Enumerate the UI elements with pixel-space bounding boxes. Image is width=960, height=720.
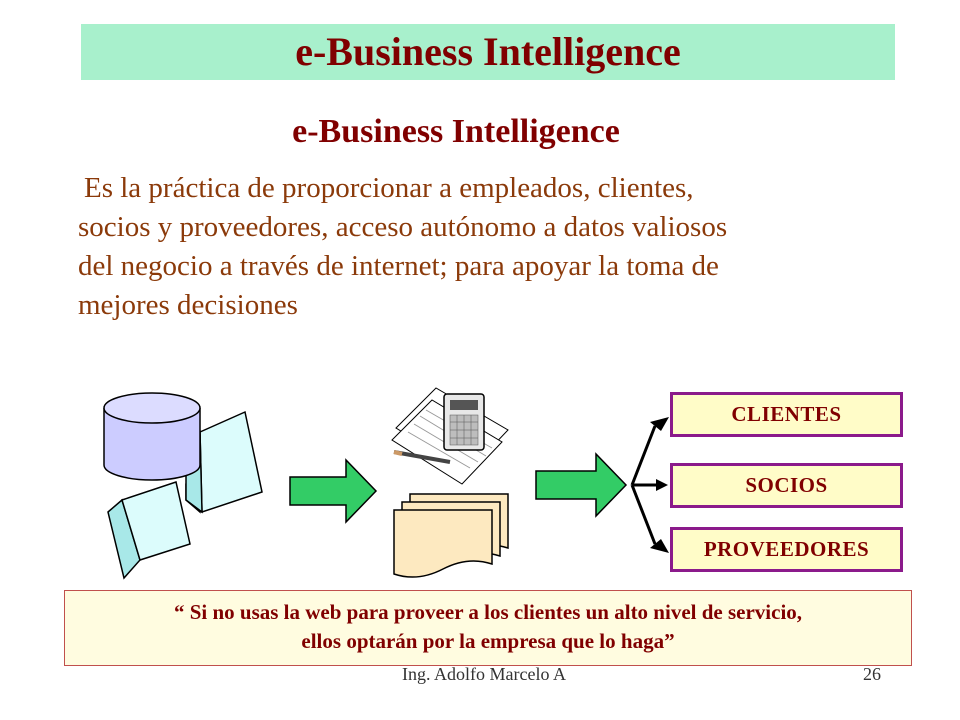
fork-connector: [630, 417, 669, 553]
paragraph-line: del negocio a través de internet; para a…: [78, 250, 719, 282]
quote-line: ellos optarán por la empresa que lo haga…: [301, 629, 675, 653]
slide-subtitle: e-Business Intelligence: [292, 113, 620, 150]
database-icon: [103, 392, 201, 481]
pencil-icon: [393, 450, 451, 464]
slide-title: e-Business Intelligence: [295, 29, 681, 74]
calculator-icon: [443, 393, 485, 451]
paragraph-line: Es la práctica de proporcionar a emplead…: [84, 172, 694, 204]
footer-author: Ing. Adolfo Marcelo A: [402, 664, 566, 684]
definition-paragraph: Es la práctica de proporcionar a emplead…: [78, 169, 918, 325]
documents-icon: [393, 493, 509, 578]
paragraph-line: mejores decisiones: [78, 289, 298, 321]
cube-icon: [107, 481, 191, 580]
paragraph-line: socios y proveedores, acceso autónomo a …: [78, 211, 728, 243]
recipient-socios: SOCIOS: [670, 463, 903, 508]
recipient-clientes: CLIENTES: [670, 392, 903, 437]
arrow-right-icon: [535, 452, 628, 518]
title-bar: e-Business Intelligence: [81, 24, 895, 80]
page-number: 26: [863, 664, 881, 684]
arrow-right-icon: [289, 458, 378, 524]
recipient-proveedores: PROVEEDORES: [670, 527, 903, 572]
quote-box: “ Si no usas la web para proveer a los c…: [64, 590, 912, 666]
quote-line: “ Si no usas la web para proveer a los c…: [173, 600, 803, 624]
